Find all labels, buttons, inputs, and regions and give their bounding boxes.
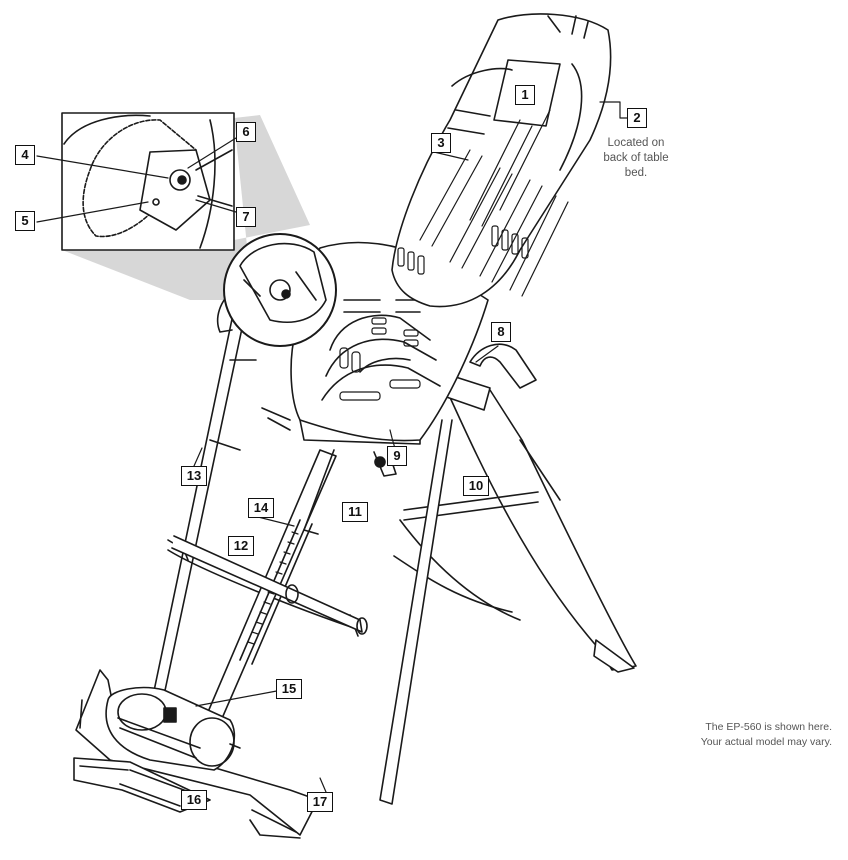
zoom-circle	[223, 233, 337, 347]
magnification-shadow	[62, 115, 310, 300]
pivot-bracket	[373, 449, 397, 477]
callout-8: 8	[491, 322, 511, 342]
callout-5: 5	[15, 211, 35, 231]
note-model-disclaimer: The EP-560 is shown here. Your actual mo…	[640, 720, 832, 750]
detail-inset	[61, 112, 235, 251]
upper-bed	[391, 13, 612, 308]
note-back-of-table-bed: Located on back of table bed.	[588, 136, 684, 181]
callout-11: 11	[342, 502, 368, 522]
ankle-lock	[105, 686, 241, 771]
note-back-line-3: bed.	[624, 167, 648, 179]
callout-12: 12	[228, 536, 254, 556]
upper-bed-channels	[397, 109, 569, 297]
callout-7: 7	[236, 207, 256, 227]
callout-1: 1	[515, 85, 535, 105]
callout-14: 14	[248, 498, 274, 518]
callout-10: 10	[463, 476, 489, 496]
callout-9: 9	[387, 446, 407, 466]
callout-3: 3	[431, 133, 451, 153]
callout-2: 2	[627, 108, 647, 128]
callout-15: 15	[276, 679, 302, 699]
lower-bed-slots	[339, 317, 421, 401]
rear-frame	[393, 379, 637, 673]
callout-13: 13	[181, 466, 207, 486]
note-model-line-2: Your actual model may vary.	[700, 736, 832, 748]
callout-4: 4	[15, 145, 35, 165]
callout-17: 17	[307, 792, 333, 812]
callout-6: 6	[236, 122, 256, 142]
note-back-line-1: Located on	[607, 137, 665, 149]
callout-16: 16	[181, 790, 207, 810]
cross-bar	[171, 535, 368, 635]
note-back-line-2: back of table	[603, 152, 669, 164]
note-model-line-1: The EP-560 is shown here.	[705, 721, 832, 733]
leader-lines	[36, 101, 629, 793]
